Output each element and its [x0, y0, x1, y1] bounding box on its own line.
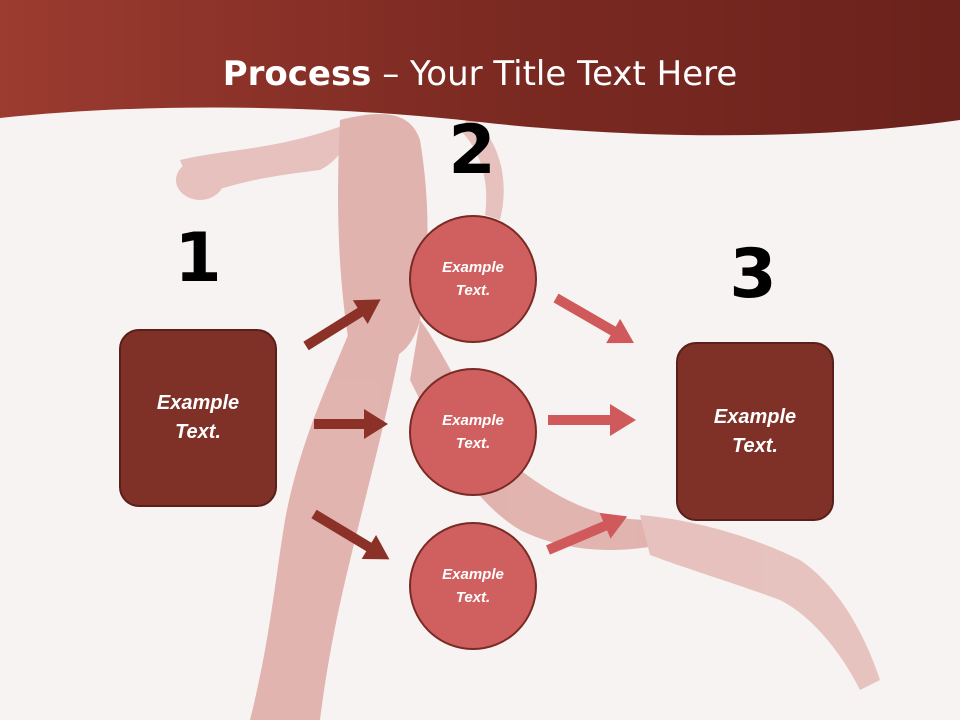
arrow-up-right-icon: [546, 512, 628, 555]
arrows-right: [546, 293, 636, 555]
step-number-3: 3: [729, 235, 777, 314]
node-2-text: Example Text.: [442, 412, 504, 452]
arrows-left: [303, 299, 390, 560]
step-2-node-1: Example Text.: [409, 215, 537, 343]
header-band: [0, 0, 960, 136]
title-rest: – Your Title Text Here: [371, 54, 738, 94]
node-1-text: Example Text.: [442, 259, 504, 299]
step-2-node-2: Example Text.: [409, 368, 537, 496]
step-3-text: Example Text.: [713, 405, 797, 457]
step-number-2: 2: [448, 111, 496, 190]
arrow-down-right-icon: [553, 293, 634, 344]
arrow-right-icon: [314, 409, 388, 439]
step-3-box: Example Text.: [676, 342, 834, 521]
step-1-text: Example Text.: [156, 392, 240, 443]
step-number-1: 1: [174, 219, 222, 298]
node-3-text: Example Text.: [442, 566, 504, 606]
title-bold: Process: [222, 54, 372, 94]
arrow-down-right-icon: [311, 509, 390, 560]
arrow-right-icon: [548, 404, 636, 436]
step-2-node-3: Example Text.: [409, 522, 537, 650]
arrow-up-right-icon: [303, 299, 381, 351]
slide-title: Process – Your Title Text Here: [0, 52, 960, 96]
step-1-box: Example Text.: [119, 329, 277, 507]
